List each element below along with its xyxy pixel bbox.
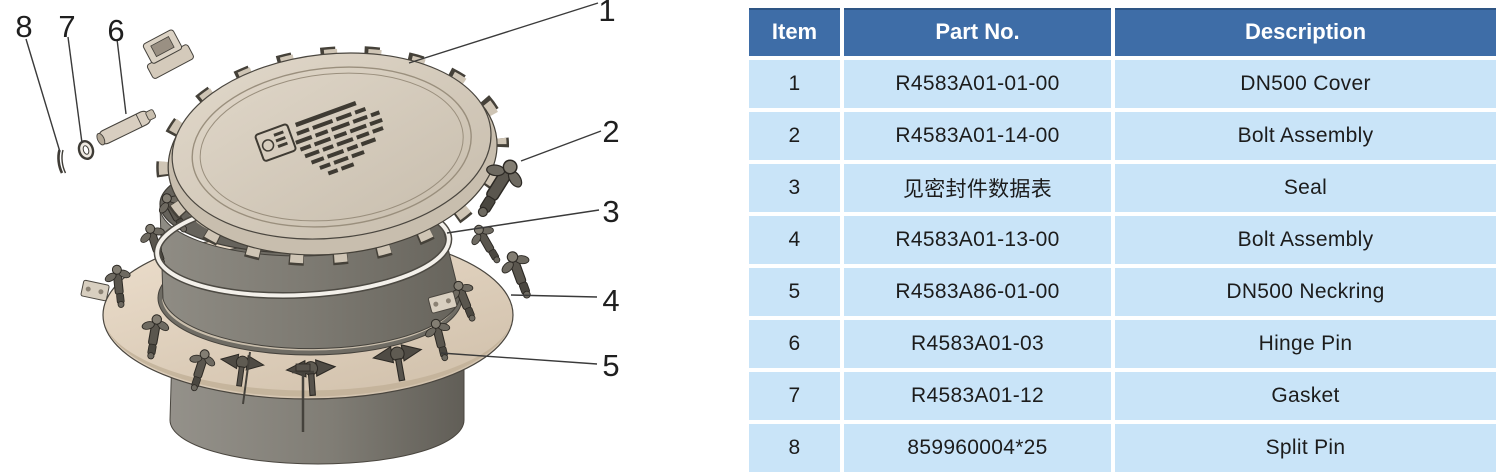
callout-leader-7 — [67, 36, 83, 144]
col-header-item: Item — [749, 8, 840, 56]
callout-label-6: 6 — [107, 13, 124, 48]
cell-description: Bolt Assembly — [1115, 216, 1496, 264]
callout-leader-2 — [520, 130, 602, 162]
cell-part-no: 见密封件数据表 — [844, 164, 1111, 212]
callout-label-2: 2 — [602, 114, 619, 149]
cell-part-no: R4583A01-03 — [844, 320, 1111, 368]
cell-description: Split Pin — [1115, 424, 1496, 472]
callout-label-4: 4 — [602, 283, 619, 318]
callout-label-1: 1 — [598, 0, 615, 28]
callout-label-3: 3 — [602, 194, 619, 229]
gasket — [77, 139, 95, 161]
cell-item: 7 — [749, 372, 840, 420]
cell-description: Hinge Pin — [1115, 320, 1496, 368]
drop-pin-icon — [242, 351, 314, 432]
cell-item: 2 — [749, 112, 840, 160]
cover-marking — [254, 100, 384, 176]
cell-description: Seal — [1115, 164, 1496, 212]
col-header-description: Description — [1115, 8, 1496, 56]
callout-leader-3 — [446, 209, 600, 234]
callout-leader-8 — [25, 38, 61, 153]
cell-part-no: R4583A86-01-00 — [844, 268, 1111, 316]
cell-description: DN500 Cover — [1115, 60, 1496, 108]
cell-part-no: R4583A01-14-00 — [844, 112, 1111, 160]
cell-item: 6 — [749, 320, 840, 368]
callout-label-7: 7 — [58, 9, 75, 44]
callout-leader-4 — [510, 294, 598, 298]
parts-table: Item Part No. Description 1 R4583A01-01-… — [749, 8, 1496, 472]
cover-hinge-bracket — [142, 29, 194, 79]
flange-bolt-assemblies — [80, 147, 544, 432]
cell-item: 5 — [749, 268, 840, 316]
callout-label-5: 5 — [602, 348, 619, 383]
cover — [142, 29, 510, 266]
hinge-plate-icon — [80, 279, 110, 302]
cell-part-no: R4583A01-12 — [844, 372, 1111, 420]
cell-part-no: R4583A01-01-00 — [844, 60, 1111, 108]
exploded-view-diagram: 1 2 3 4 5 6 7 8 — [15, 0, 620, 465]
callout-label-8: 8 — [15, 9, 32, 44]
cell-item: 4 — [749, 216, 840, 264]
hinge-pin — [96, 109, 157, 146]
cell-description: Gasket — [1115, 372, 1496, 420]
cell-part-no: 859960004*25 — [844, 424, 1111, 472]
cell-item: 3 — [749, 164, 840, 212]
cell-description: Bolt Assembly — [1115, 112, 1496, 160]
cell-item: 1 — [749, 60, 840, 108]
cell-description: DN500 Neckring — [1115, 268, 1496, 316]
callout-leader-6 — [116, 38, 127, 115]
callout-leader-1 — [408, 2, 599, 64]
callout-leader-5 — [440, 352, 598, 365]
col-header-part-no: Part No. — [844, 8, 1111, 56]
cell-item: 8 — [749, 424, 840, 472]
cell-part-no: R4583A01-13-00 — [844, 216, 1111, 264]
split-pin — [57, 149, 67, 174]
